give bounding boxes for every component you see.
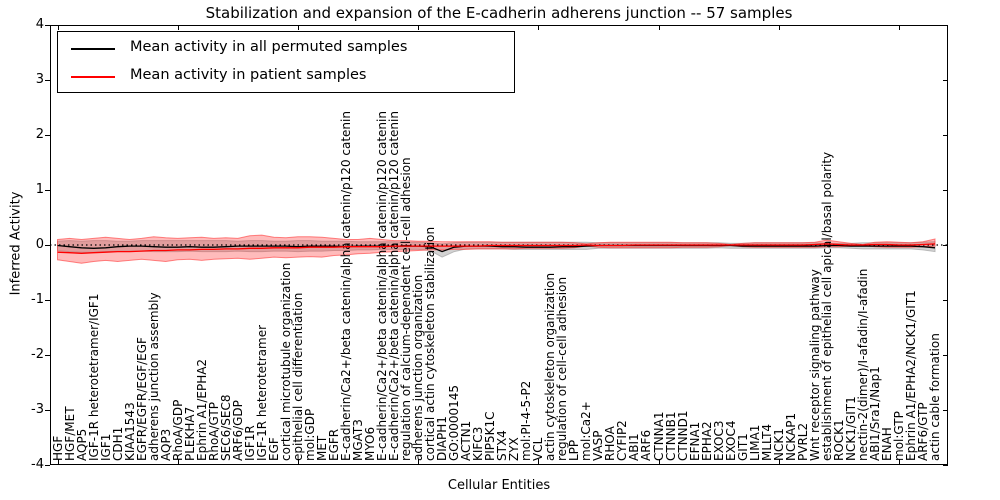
x-tick-mark [297,459,299,464]
x-tick-mark [57,459,59,464]
lines-layer [50,243,948,254]
y-tick-label: 0 [35,237,44,252]
y-tick-label: 3 [35,72,44,87]
y-tick-mark [45,25,50,26]
y-tick-mark [943,245,948,246]
x-tick-mark [418,25,420,30]
y-tick-label: -4 [31,457,44,472]
y-tick-mark [943,410,948,411]
y-tick-mark [45,80,50,81]
y-tick-mark [943,190,948,191]
y-tick-label: 1 [35,182,44,197]
y-tick-mark [45,410,50,411]
y-tick-label: 4 [35,17,44,32]
y-tick-mark [45,190,50,191]
x-tick-mark [538,25,540,30]
x-tick-mark [297,25,299,30]
y-tick-mark [45,300,50,301]
x-tick-mark [177,25,179,30]
y-tick-mark [943,25,948,26]
x-tick-mark [778,25,780,30]
x-tick-mark [538,459,540,464]
legend-line-permuted [71,48,115,50]
x-tick-mark [418,459,420,464]
y-tick-label: -1 [31,292,44,307]
x-tick-mark [57,25,59,30]
y-tick-mark [943,80,948,81]
y-axis-label: Inferred Activity [8,191,24,296]
x-tick-mark [177,459,179,464]
legend-label-permuted: Mean activity in all permuted samples [130,39,408,55]
x-tick-mark [898,459,900,464]
x-tick-mark [658,25,660,30]
y-tick-mark [45,355,50,356]
y-tick-label: 2 [35,127,44,142]
permuted-mean-line [57,244,936,253]
y-tick-mark [943,300,948,301]
legend-line-patient [71,76,115,78]
y-tick-mark [45,135,50,136]
y-tick-mark [943,355,948,356]
legend-label-patient: Mean activity in patient samples [130,67,367,83]
x-axis-label: Cellular Entities [447,478,551,493]
patient-std-band [57,234,936,264]
x-tick-mark [658,459,660,464]
y-tick-mark [45,465,50,466]
legend-row-patient: Mean activity in patient samples [58,63,514,91]
y-tick-mark [943,465,948,466]
patient-mean-line [57,243,936,254]
x-tick-mark [898,25,900,30]
y-tick-mark [45,245,50,246]
y-tick-label: -3 [31,402,44,417]
chart-title: Stabilization and expansion of the E-cad… [205,4,793,22]
x-tick-mark [778,459,780,464]
legend: Mean activity in all permuted samples Me… [57,31,515,93]
y-tick-label: -2 [31,347,44,362]
y-tick-mark [943,135,948,136]
legend-row-permuted: Mean activity in all permuted samples [58,35,514,63]
